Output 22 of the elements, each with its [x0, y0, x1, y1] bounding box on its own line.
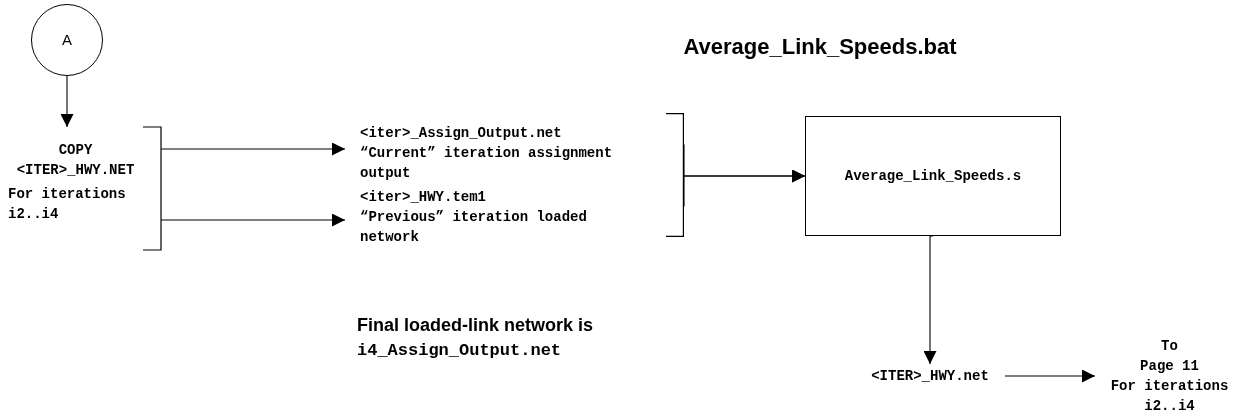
file-description: “Current” iteration assignment output — [360, 144, 614, 183]
page-reference: Page 11 — [1139, 357, 1200, 376]
arrow — [60, 75, 74, 128]
step-note: For iterations i2..i4 — [8, 185, 127, 224]
process-label: Average_Link_Speeds.s — [844, 167, 1022, 186]
arrow — [160, 142, 346, 156]
note-text: Final loaded-link network is — [357, 315, 594, 336]
arrow — [1004, 369, 1096, 383]
file-name-note: i4_Assign_Output.net — [357, 341, 562, 360]
circle-label: A — [62, 30, 72, 50]
iteration-note: For iterations i2..i4 — [1109, 377, 1230, 416]
process-box — [805, 116, 1061, 236]
step-label: COPY <ITER>_HWY.NET — [15, 141, 136, 180]
diagram-title: Average_Link_Speeds.bat — [682, 34, 958, 60]
arrow — [923, 235, 937, 365]
file-description: “Previous” iteration loaded network — [360, 208, 588, 247]
file-name: <ITER>_HWY.net — [871, 367, 989, 386]
page-reference: To — [1160, 337, 1179, 356]
arrow — [160, 213, 346, 227]
arrow — [683, 169, 806, 208]
file-name: <iter>_Assign_Output.net — [360, 124, 563, 143]
file-name: <iter>_HWY.tem1 — [360, 188, 488, 207]
